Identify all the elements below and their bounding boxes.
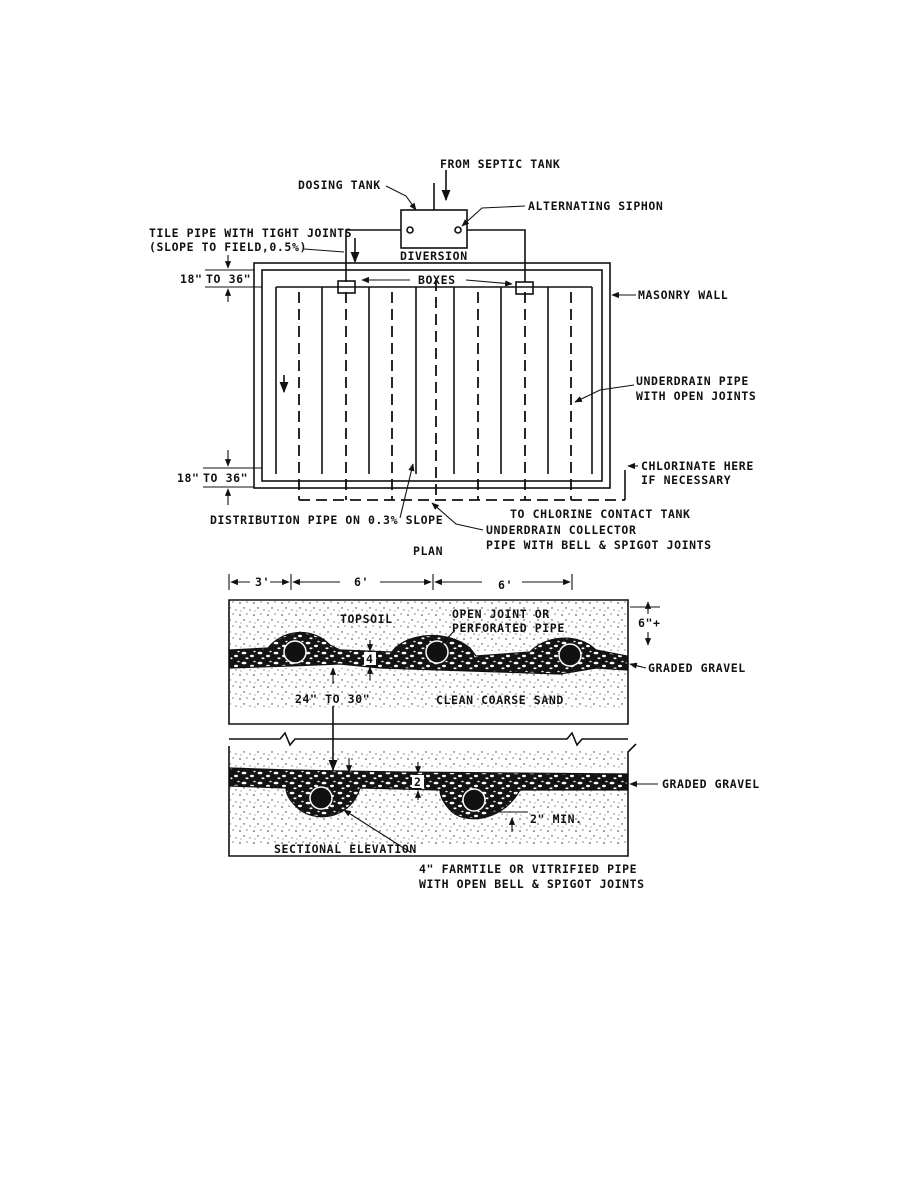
collector-label-1: UNDERDRAIN COLLECTOR [486, 523, 636, 537]
underdrain-label-2: WITH OPEN JOINTS [636, 389, 756, 403]
plan-view: FROM SEPTIC TANK DOSING TANK ALTERNATING… [149, 157, 756, 558]
clean-sand-label: CLEAN COARSE SAND [436, 693, 564, 707]
graded-gravel-label-1: GRADED GRAVEL [648, 661, 746, 675]
tile-pipe-leader [303, 248, 345, 253]
pipe-upper-3 [558, 643, 582, 667]
dim-4-box [364, 652, 376, 665]
dim-bot-b: TO 36" [203, 471, 248, 485]
filter-bed [261, 269, 603, 482]
upper-section-frame [228, 599, 629, 725]
pipe-upper-2 [425, 640, 449, 664]
chlorinate-label-1: CHLORINATE HERE [641, 459, 754, 473]
sectional-elevation-leader [343, 809, 411, 853]
tile-pipe-label-2: (SLOPE TO FIELD,0.5%) [149, 240, 307, 254]
dim-2min-label: 2" MIN. [530, 812, 583, 826]
graded-gravel-label-2: GRADED GRAVEL [662, 777, 760, 791]
from-septic-tank-label: FROM SEPTIC TANK [440, 157, 560, 171]
dim-2-label: 2 [414, 775, 422, 789]
plan-label: PLAN [413, 544, 443, 558]
dim-6plus-label: 6"+ [638, 616, 661, 630]
topsoil-label: TOPSOIL [340, 612, 393, 626]
dim-6a-label: 6' [354, 575, 369, 589]
tile-pipe-right [467, 229, 526, 282]
collector-leader [431, 502, 484, 531]
pipe-lower-1 [309, 786, 333, 810]
distribution-pipe-label: DISTRIBUTION PIPE ON 0.3% SLOPE [210, 513, 443, 527]
collector-label-2: PIPE WITH BELL & SPIGOT JOINTS [486, 538, 712, 552]
masonry-wall-label: MASONRY WALL [638, 288, 728, 302]
siphon-right-icon [454, 226, 462, 234]
break-line [229, 731, 628, 747]
distribution-laterals [298, 280, 572, 500]
dosing-tank-label: DOSING TANK [298, 178, 381, 192]
dosing-tank-leader [385, 185, 417, 211]
distribution-pipe-leader [399, 463, 415, 519]
underdrain-label-1: UNDERDRAIN PIPE [636, 374, 749, 388]
sand-layer-lower-top [230, 750, 627, 768]
dim-24-30-label: 24" TO 30" [295, 692, 370, 706]
siphon-left-icon [406, 226, 414, 234]
underdrain-pipes [275, 287, 593, 474]
dosing-tank [400, 209, 468, 249]
sectional-elevation-label: SECTIONAL ELEVATION [274, 842, 417, 856]
farmtile-label-2: WITH OPEN BELL & SPIGOT JOINTS [419, 877, 645, 891]
masonry-wall [253, 262, 611, 489]
sectional-elevation-view: 3' 6' 6' TOPSOIL OPEN JOINT OR PERFORATE… [228, 574, 760, 891]
dim-bot-a: 18" [177, 471, 200, 485]
sand-layer-upper [230, 668, 627, 708]
pipe-lower-2 [462, 788, 486, 812]
underdrain-leader [574, 384, 635, 403]
boxes-leader-right [465, 279, 513, 287]
open-joint-leader [441, 629, 456, 645]
chlorinate-label-2: IF NECESSARY [641, 473, 731, 487]
pipe-upper-1 [283, 640, 307, 664]
open-joint-label-2: PERFORATED PIPE [452, 621, 565, 635]
dim-3-label: 3' [255, 575, 270, 589]
dim-top-b: TO 36" [206, 272, 251, 286]
farmtile-label-1: 4" FARMTILE OR VITRIFIED PIPE [419, 862, 637, 876]
to-chlorine-label: TO CHLORINE CONTACT TANK [510, 507, 691, 521]
dim-4-label: 4 [366, 652, 374, 666]
tile-pipe-left [345, 229, 401, 282]
dim-2-box [412, 775, 424, 788]
lower-section-frame [228, 743, 637, 857]
graded-gravel-leader-1 [629, 662, 647, 669]
tile-pipe-label-1: TILE PIPE WITH TIGHT JOINTS [149, 226, 352, 240]
dim-top-a: 18" [180, 272, 203, 286]
open-joint-label-1: OPEN JOINT OR [452, 607, 550, 621]
alternating-siphon-leader [461, 205, 526, 227]
diversion-label: DIVERSION [400, 249, 468, 263]
dim-6b-label: 6' [498, 578, 513, 592]
alternating-siphon-label: ALTERNATING SIPHON [528, 199, 663, 213]
